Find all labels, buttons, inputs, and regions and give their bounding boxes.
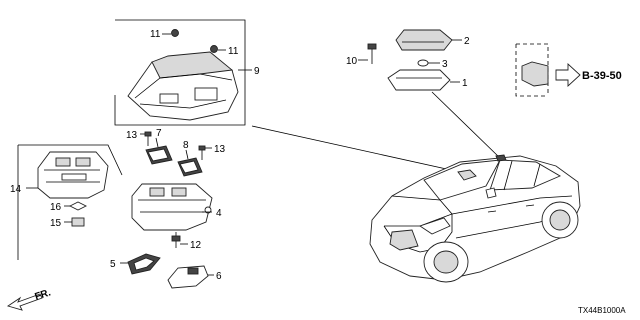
- clip-part-15: [71, 217, 85, 227]
- group-bracket-9: [114, 19, 246, 126]
- leader-to-vehicle-left: [251, 125, 461, 173]
- reference-box: [515, 43, 581, 97]
- callout-3: 3: [442, 59, 448, 70]
- callout-14: 14: [10, 184, 22, 195]
- dome-lamp-group: [358, 29, 462, 91]
- callout-4: 4: [216, 208, 222, 219]
- vehicle-roof-console: [457, 169, 477, 181]
- dome-lamp-base: [395, 29, 453, 51]
- roof-console-group: [114, 19, 252, 126]
- callout-11-b: 11: [228, 46, 239, 57]
- console-unit-group: [17, 144, 123, 260]
- callout-9: 9: [254, 66, 260, 77]
- front-direction-arrow-icon: [6, 293, 43, 311]
- callout-7: 7: [156, 128, 162, 139]
- callout-13-a: 13: [126, 130, 138, 141]
- vehicle-grille: [389, 229, 419, 251]
- dome-lamp-lens: [387, 69, 451, 91]
- vehicle-windshield: [423, 159, 501, 201]
- vehicle-dome-lamp: [495, 154, 507, 162]
- switch-module-group: [120, 131, 214, 289]
- clip-part-11-b: [210, 45, 218, 53]
- vehicle-side-windows: [489, 159, 561, 191]
- callout-2: 2: [464, 36, 470, 47]
- callout-12: 12: [190, 240, 202, 251]
- group-bracket-14: [18, 144, 123, 176]
- callout-16: 16: [50, 202, 62, 213]
- reference-lamp-unit: [521, 61, 549, 87]
- callout-1: 1: [462, 78, 468, 89]
- leader-to-vehicle-top: [431, 91, 501, 159]
- reference-label: B-39-50: [582, 70, 622, 82]
- clip-part-11-a: [171, 29, 179, 37]
- callout-11-a: 11: [150, 29, 161, 40]
- vehicle-illustration: [369, 154, 581, 283]
- housing-lamp-opening: [194, 87, 218, 101]
- callout-8: 8: [183, 140, 189, 151]
- callout-15: 15: [50, 218, 62, 229]
- callout-10: 10: [346, 56, 358, 67]
- reference-arrow-icon: [555, 62, 581, 88]
- callout-5: 5: [110, 259, 116, 270]
- gasket-part-3: [417, 59, 429, 67]
- front-direction-label: FR.: [34, 287, 53, 303]
- callout-13-b: 13: [214, 144, 226, 155]
- plate-part-16: [68, 201, 88, 211]
- vehicle-headlight: [418, 217, 451, 235]
- callout-6: 6: [216, 271, 222, 282]
- diagram-code: TX44B1000A: [578, 306, 626, 315]
- housing-switch-opening: [159, 93, 179, 104]
